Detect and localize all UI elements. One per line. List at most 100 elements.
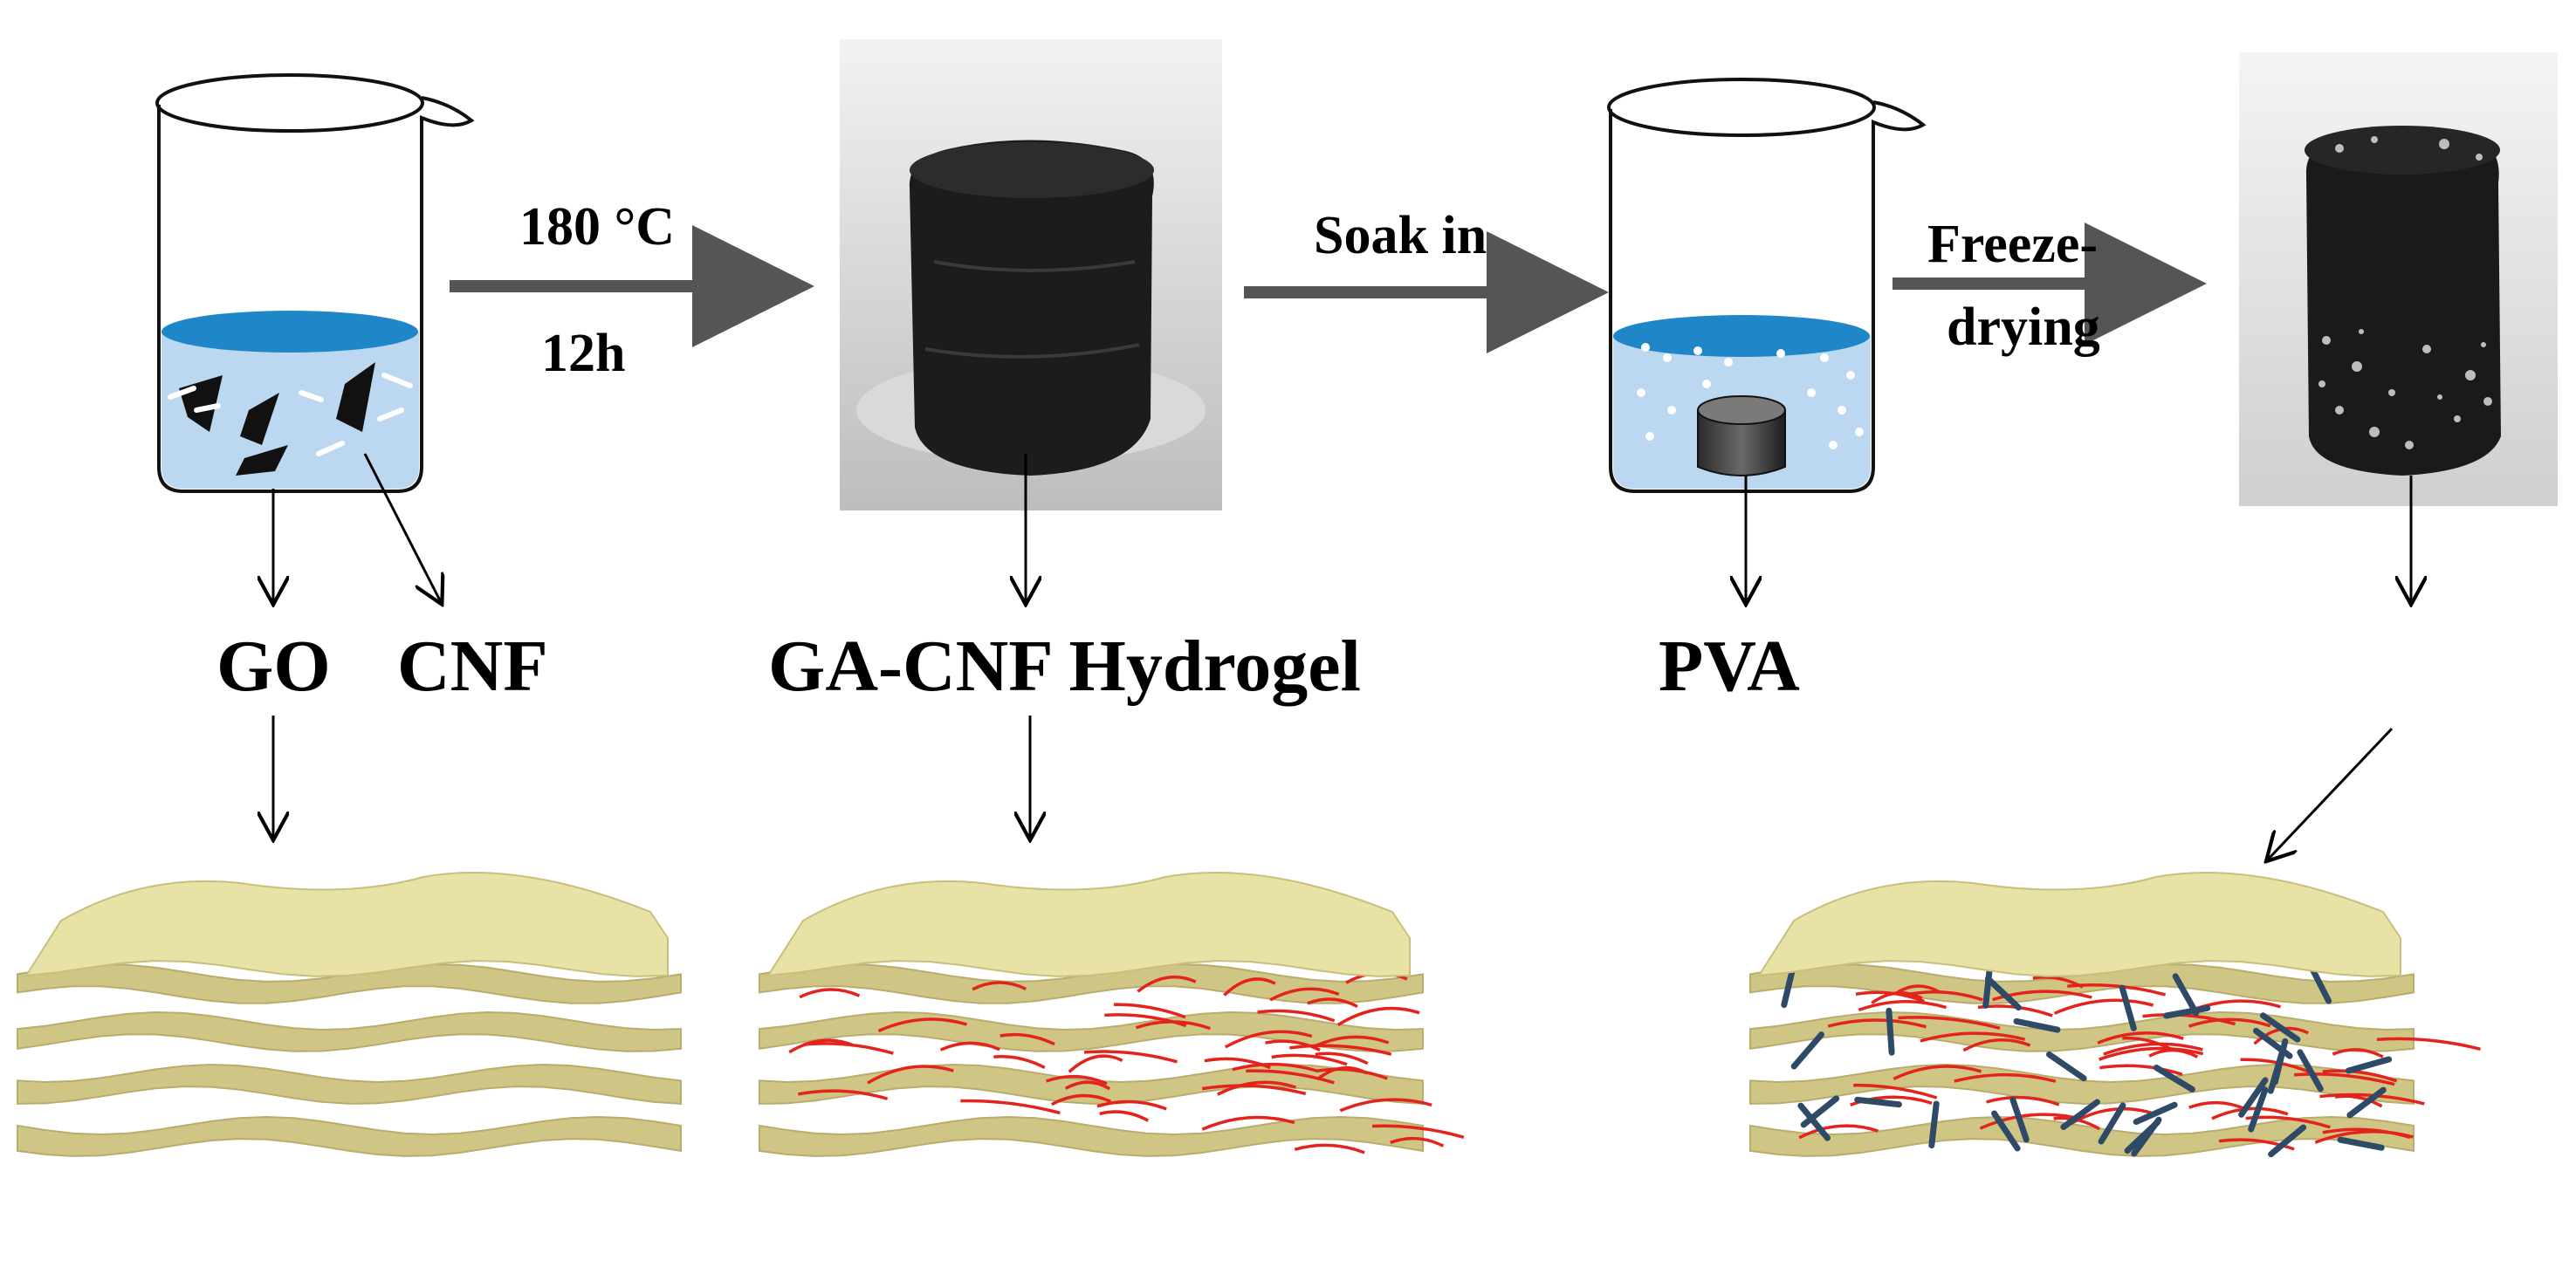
pva-label: PVA xyxy=(1659,626,1800,707)
cnf-fiber xyxy=(999,1032,1055,1046)
cnf-fiber xyxy=(1099,1110,1150,1122)
cnf-fiber xyxy=(960,1099,1061,1115)
cnf-fiber xyxy=(1201,1084,1307,1096)
layered-structures xyxy=(17,872,2481,1158)
go-layer-stack xyxy=(17,872,682,1157)
pva-rod xyxy=(1800,1095,1840,1128)
cnf-fiber xyxy=(799,988,861,999)
cnf-fiber xyxy=(1827,1018,1927,1029)
cnf-fiber xyxy=(2332,1048,2384,1058)
pva-rod xyxy=(2345,1056,2393,1074)
cnf-fiber xyxy=(1858,999,1947,1012)
cnf-fiber xyxy=(797,1089,889,1100)
cnf-fiber xyxy=(1269,987,1340,1002)
cnf-fiber xyxy=(1257,1009,1336,1023)
cnf-fiber xyxy=(1339,1098,1432,1113)
cnf-fiber xyxy=(1050,1093,1112,1106)
cnf-fiber xyxy=(939,1041,1000,1052)
pva-rod xyxy=(2098,1102,2126,1145)
pva-rod xyxy=(2172,973,2200,1017)
cnf-fiber xyxy=(1289,1044,1392,1056)
go-label: GO xyxy=(216,626,331,707)
cnf-fiber xyxy=(1064,1080,1111,1091)
pva-rod xyxy=(2046,1051,2087,1082)
cnf-fiber xyxy=(2188,1100,2249,1112)
hydrogel-label: GA-CNF Hydrogel xyxy=(768,626,1361,707)
cnf-fiber xyxy=(1083,1050,1178,1064)
cnf-fiber xyxy=(2099,1046,2204,1061)
cnf-fiber xyxy=(1294,1143,1365,1154)
cnf-fiber xyxy=(1962,1038,2031,1052)
cnf-fiber xyxy=(1314,1035,1390,1048)
pva-dots xyxy=(1637,343,1864,449)
pva-rod xyxy=(2268,1124,2307,1158)
pva-rod xyxy=(1991,1110,2021,1152)
cnf-fiber xyxy=(2322,1127,2411,1140)
top-graphene-sheet xyxy=(24,872,669,977)
cnf-fiber xyxy=(1246,1069,1335,1085)
graphene-sheet xyxy=(1749,1063,2415,1105)
cnf-fiber xyxy=(2099,1064,2183,1076)
cnf-fiber xyxy=(2148,1048,2199,1058)
soaked-hydrogel-disc xyxy=(1697,395,1786,476)
pva-rod xyxy=(2163,1004,2211,1019)
pva-rod xyxy=(2153,1065,2195,1093)
cnf-fiber xyxy=(1201,1115,1295,1131)
graphene-sheet xyxy=(1749,1010,2415,1052)
top-graphene-sheet xyxy=(766,872,1411,977)
pva-rod xyxy=(2253,1027,2293,1059)
cnf-fiber xyxy=(2122,1036,2174,1052)
cnf-fiber xyxy=(1265,1039,1321,1052)
beaker-go-cnf xyxy=(155,73,475,493)
cnf-fibers xyxy=(168,373,413,456)
cnf-fiber xyxy=(2142,1013,2236,1026)
cnf-fiber xyxy=(1068,1054,1123,1073)
pva-rod xyxy=(1928,1100,1940,1149)
cnf-fiber xyxy=(1954,1072,2057,1083)
cnf-fiber xyxy=(1216,1080,1296,1096)
cnf-label: CNF xyxy=(397,626,548,707)
cnf-fiber xyxy=(2070,1106,2154,1126)
pva-rod xyxy=(2133,1101,2178,1126)
cnf-fiber xyxy=(1895,984,1941,995)
graphene-sheet xyxy=(17,1115,682,1157)
pva-rod xyxy=(2119,984,2137,1031)
cnf-fiber xyxy=(2293,1072,2395,1086)
graphene-sheet xyxy=(17,963,682,1004)
cnf-fiber xyxy=(867,1065,954,1085)
temperature-label: 180 °C xyxy=(519,197,676,257)
cnf-fiber xyxy=(2211,1106,2289,1120)
time-label: 12h xyxy=(541,324,626,383)
cnf-fiber xyxy=(1871,991,1923,1004)
cnf-fiber xyxy=(2188,1017,2271,1028)
soak-in-label: Soak in xyxy=(1314,206,1487,265)
cnf-fiber xyxy=(1336,1006,1420,1026)
graphene-sheet xyxy=(759,1115,1424,1157)
cnf-fiber xyxy=(1113,1003,1186,1019)
cnf-fiber xyxy=(1137,975,1197,993)
cnf-fiber xyxy=(1371,1124,1465,1139)
cnf-fiber xyxy=(1898,1016,2001,1030)
pva-rod xyxy=(2013,1017,2061,1033)
pva-rod xyxy=(2009,1096,2030,1143)
pva-rod xyxy=(1797,1102,1831,1141)
cnf-fiber xyxy=(1224,1030,1313,1049)
pva-rod xyxy=(2297,1049,2324,1093)
cnf-fiber xyxy=(1223,977,1276,997)
cnf-fiber xyxy=(1104,1013,1187,1028)
pva-rod xyxy=(1854,1096,1902,1108)
cnf-fiber xyxy=(877,1017,967,1033)
cnf-fiber xyxy=(2097,1031,2184,1045)
cnf-fiber xyxy=(1232,1062,1319,1073)
cnf-fiber xyxy=(1979,1113,2083,1130)
cnf-fiber xyxy=(2103,1042,2203,1056)
pva-rod xyxy=(1984,976,2022,1011)
cnf-fiber xyxy=(2053,998,2154,1015)
pva-rod xyxy=(2238,1077,2269,1118)
cnf-fiber xyxy=(1853,1083,1938,1099)
cnf-fiber xyxy=(2032,976,2084,989)
cnf-fiber xyxy=(2322,1069,2398,1083)
cnf-fiber xyxy=(2240,1058,2310,1073)
top-graphene-sheet xyxy=(1757,872,2401,977)
